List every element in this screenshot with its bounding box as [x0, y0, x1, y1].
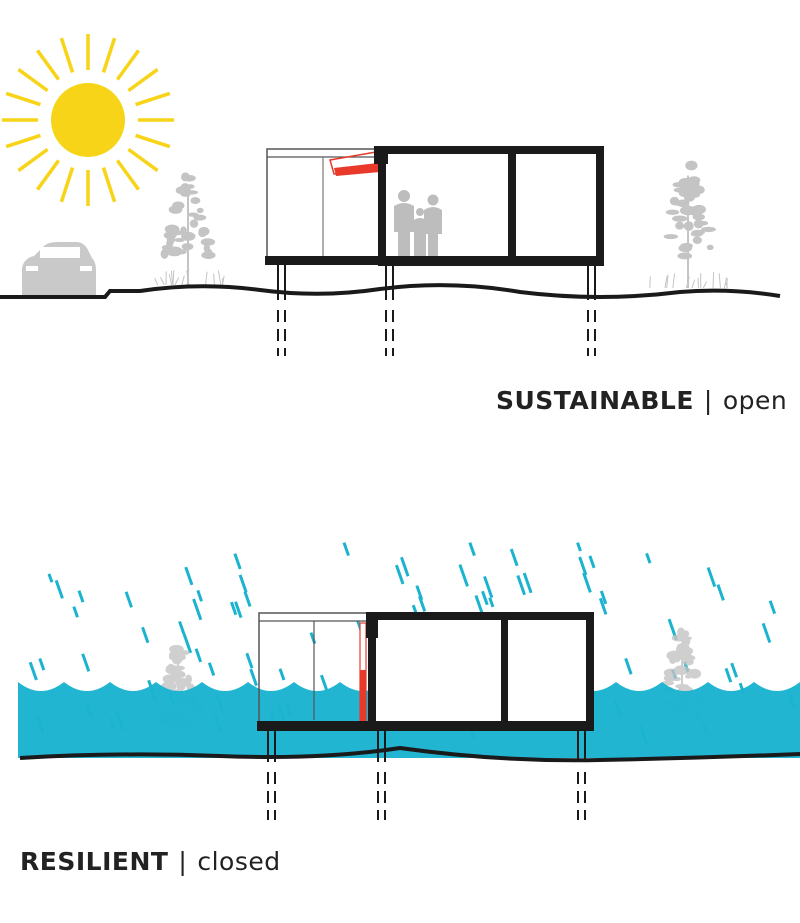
- tree-icon: [649, 160, 728, 289]
- sun-icon: [2, 34, 174, 206]
- raindrop: [54, 579, 64, 599]
- raindrop: [724, 667, 733, 683]
- raindrop: [516, 575, 526, 596]
- raindrop: [182, 633, 193, 654]
- raindrop: [509, 548, 519, 567]
- piles: [277, 265, 596, 356]
- raindrop: [474, 595, 484, 614]
- raindrop: [28, 661, 38, 681]
- raindrop: [47, 573, 54, 583]
- sun-ray: [127, 68, 159, 93]
- raindrop: [178, 620, 186, 635]
- sun-ray: [59, 37, 75, 73]
- sun-ray: [17, 68, 49, 93]
- raindrop: [483, 575, 494, 599]
- raindrop: [342, 542, 350, 557]
- raindrop: [624, 657, 633, 675]
- piles: [267, 731, 586, 820]
- raindrop: [124, 591, 133, 608]
- raindrop: [320, 674, 329, 691]
- raindrop: [468, 542, 476, 557]
- raindrop: [233, 553, 242, 570]
- raindrop: [196, 589, 203, 602]
- raindrop: [488, 597, 495, 608]
- house-open: [265, 146, 604, 356]
- raindrop: [761, 622, 772, 644]
- sun-ray: [101, 167, 117, 203]
- caption-resilient: RESILIENT | closed: [20, 847, 281, 876]
- raindrop: [81, 653, 91, 672]
- raindrop: [194, 648, 203, 663]
- raindrop: [192, 598, 203, 621]
- separator: |: [178, 847, 188, 876]
- ground-line: [19, 745, 800, 763]
- sun-ray: [127, 147, 159, 172]
- people-icon: [394, 190, 442, 256]
- sun-ray: [17, 147, 49, 172]
- scene-title: RESILIENT: [20, 847, 169, 876]
- raindrop: [72, 606, 79, 618]
- ground-line: [0, 283, 781, 299]
- sun-ray: [5, 91, 41, 107]
- tree-icon: [154, 172, 225, 286]
- raindrop: [245, 652, 254, 669]
- sun-disc: [51, 83, 125, 157]
- sun-ray: [115, 159, 140, 191]
- raindrop: [249, 668, 258, 687]
- raindrop: [458, 564, 469, 587]
- sun-ray: [135, 133, 171, 149]
- caption-sustainable: SUSTAINABLE | open: [496, 386, 787, 415]
- raindrop: [400, 556, 410, 577]
- sun-ray: [5, 133, 41, 149]
- separator: |: [703, 386, 713, 415]
- raindrop: [141, 626, 150, 644]
- raindrop: [238, 574, 248, 593]
- sun-ray: [36, 159, 61, 191]
- scene-state: closed: [197, 847, 281, 876]
- raindrop: [481, 590, 489, 606]
- sun-ray: [59, 167, 75, 203]
- sun-ray: [101, 37, 117, 73]
- raindrop: [38, 657, 46, 671]
- sun-ray: [135, 91, 171, 107]
- raindrop: [599, 590, 608, 605]
- raindrop: [234, 601, 243, 619]
- raindrop: [598, 597, 608, 615]
- raindrop: [645, 552, 652, 564]
- raindrop: [230, 601, 238, 616]
- raindrop: [588, 555, 596, 569]
- raindrop: [768, 600, 777, 615]
- raindrop: [394, 564, 405, 585]
- raindrop: [582, 572, 592, 593]
- raindrop: [716, 584, 725, 601]
- raindrop: [578, 556, 588, 576]
- scene-title: SUSTAINABLE: [496, 386, 694, 415]
- raindrop: [184, 566, 194, 586]
- raindrop: [418, 595, 427, 612]
- raindrop: [77, 590, 85, 603]
- raindrop: [706, 567, 717, 588]
- raindrop: [207, 662, 216, 677]
- raindrop: [243, 591, 252, 607]
- scene-state: open: [722, 386, 788, 415]
- raindrop: [522, 572, 533, 594]
- raindrop: [730, 662, 739, 678]
- raindrop: [278, 668, 286, 681]
- car-icon: [22, 242, 96, 295]
- raindrop: [576, 542, 582, 552]
- house-closed: [257, 612, 594, 820]
- sun-ray: [115, 49, 140, 81]
- sun-ray: [36, 49, 61, 81]
